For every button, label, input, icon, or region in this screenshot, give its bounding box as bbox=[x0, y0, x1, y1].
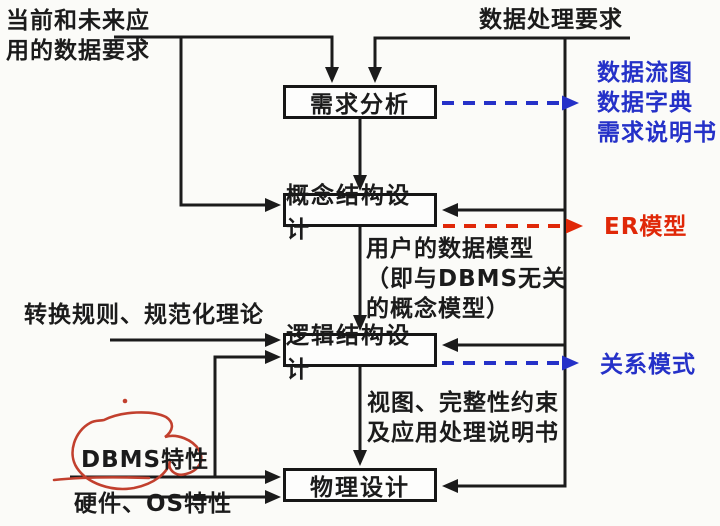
box-requirements-analysis: 需求分析 bbox=[283, 85, 437, 119]
box-conceptual-design: 概念结构设计 bbox=[283, 183, 437, 243]
label-views-constraints-line2: 及应用处理说明书 bbox=[367, 420, 559, 446]
arrow-dbms-to-logical bbox=[213, 350, 281, 477]
arrow-topright-to-requirements bbox=[368, 36, 630, 83]
label-conversion-rules: 转换规则、规范化理论 bbox=[24, 302, 264, 328]
label-views-constraints-line1: 视图、完整性约束 bbox=[367, 390, 559, 416]
box-logical-design: 逻辑结构设计 bbox=[283, 323, 437, 383]
label-dbms-features: DBMS特性 bbox=[81, 447, 210, 473]
red-pen-circle-icon bbox=[52, 398, 203, 491]
label-er-model: ER模型 bbox=[604, 214, 688, 240]
label-relational-schema: 关系模式 bbox=[600, 352, 696, 378]
label-data-dictionary: 数据字典 bbox=[597, 90, 693, 116]
label-user-data-model-line2: （即与DBMS无关 bbox=[366, 266, 567, 292]
label-user-data-model-line3: 的概念模型） bbox=[366, 296, 510, 322]
box-physical-design: 物理设计 bbox=[283, 468, 437, 502]
label-requirements-spec: 需求说明书 bbox=[597, 120, 717, 146]
arrow-topleft-to-conceptual bbox=[179, 37, 281, 212]
label-current-future-requirements-line1: 当前和未来应 bbox=[6, 8, 150, 34]
box-requirements-analysis-label: 需求分析 bbox=[310, 92, 410, 118]
box-logical-design-label: 逻辑结构设计 bbox=[286, 323, 411, 383]
label-current-future-requirements-line2: 用的数据要求 bbox=[6, 38, 150, 64]
box-conceptual-design-label: 概念结构设计 bbox=[286, 183, 411, 243]
label-dataflow-diagram: 数据流图 bbox=[597, 60, 693, 86]
label-user-data-model-line1: 用户的数据模型 bbox=[366, 236, 534, 262]
box-physical-design-label: 物理设计 bbox=[310, 475, 410, 501]
arrow-topleft-to-requirements bbox=[114, 35, 339, 83]
label-data-processing-requirements: 数据处理要求 bbox=[479, 7, 623, 33]
arrow-feedback-to-physical bbox=[442, 38, 567, 493]
label-hardware-os-features: 硬件、OS特性 bbox=[74, 491, 233, 517]
